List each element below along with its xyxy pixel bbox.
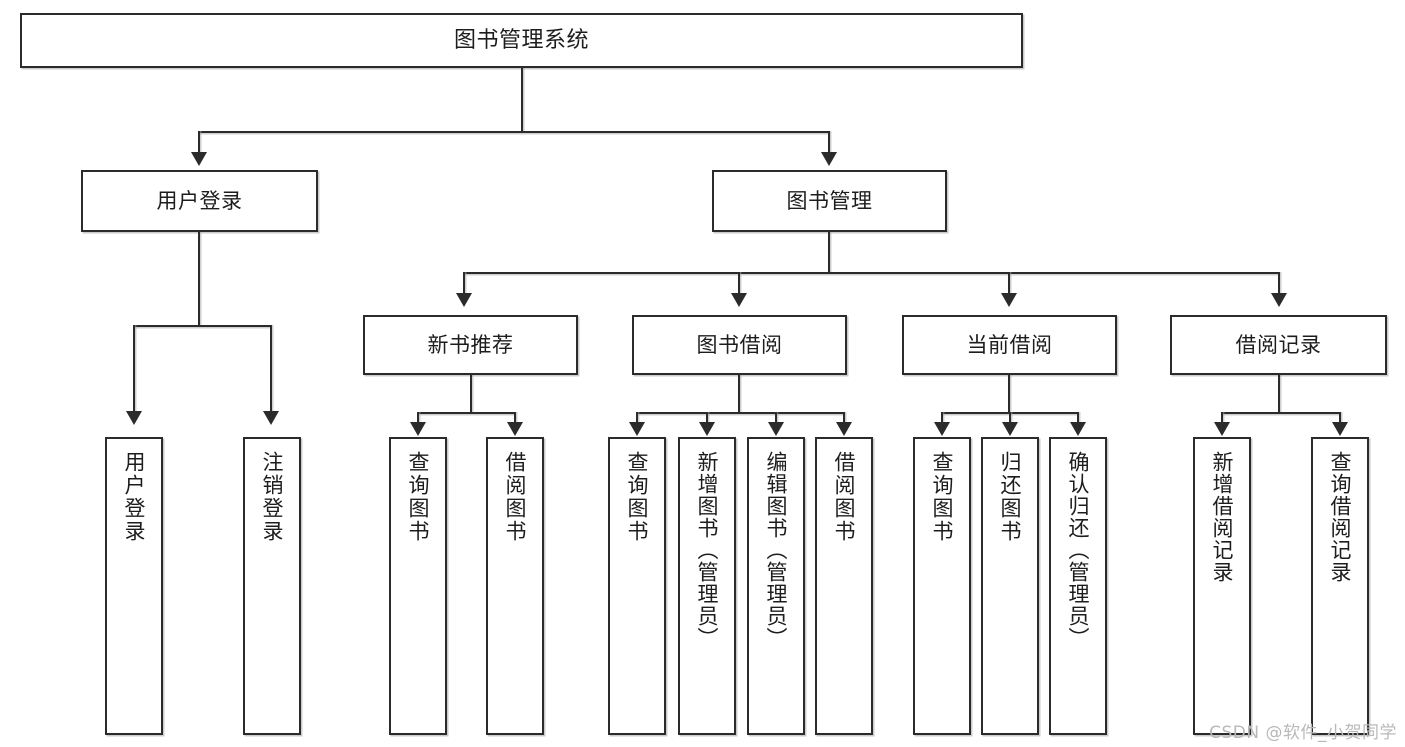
node-leaf-borrow-book-1[interactable]: 借阅图书 xyxy=(486,437,544,735)
node-leaf-confirm-return-admin[interactable]: 确认归还（管理员） xyxy=(1049,437,1107,735)
connector-new-book-drop-1 xyxy=(417,412,419,426)
connector-new-book-stem xyxy=(470,375,472,412)
node-leaf-add-book-admin[interactable]: 新增图书（管理员） xyxy=(678,437,736,735)
connector-root-stem xyxy=(521,68,523,131)
node-leaf-logout-login[interactable]: 注销登录 xyxy=(243,437,301,735)
node-label: 图书管理系统 xyxy=(453,27,589,53)
arrowhead-leaf-add-book-admin xyxy=(699,422,715,436)
connector-current-borrow-drop-2 xyxy=(1009,412,1011,426)
connector-book-borrow-stem xyxy=(738,375,740,412)
node-label: 查询借阅记录 xyxy=(1328,451,1353,583)
node-current-borrow[interactable]: 当前借阅 xyxy=(902,315,1117,375)
arrowhead-leaf-query-borrow-record xyxy=(1332,422,1348,436)
connector-borrow-record-drop-1 xyxy=(1221,412,1223,426)
arrowhead-leaf-user-login xyxy=(126,411,142,425)
connector-to-book-borrow xyxy=(738,272,740,297)
connector-to-user-login xyxy=(198,131,200,156)
connector-root-bar xyxy=(198,131,830,133)
connector-new-book-drop-2 xyxy=(514,412,516,426)
connector-book-borrow-drop-1 xyxy=(636,412,638,426)
arrowhead-leaf-confirm-return-admin xyxy=(1070,422,1086,436)
connector-to-current-borrow xyxy=(1008,272,1010,297)
arrowhead-leaf-query-book-3 xyxy=(934,422,950,436)
node-book-manage[interactable]: 图书管理 xyxy=(712,170,947,232)
node-label: 借阅图书 xyxy=(832,451,857,543)
connector-borrow-record-drop-2 xyxy=(1339,412,1341,426)
node-new-book-recommend[interactable]: 新书推荐 xyxy=(363,315,578,375)
node-leaf-return-book[interactable]: 归还图书 xyxy=(981,437,1039,735)
node-label: 用户登录 xyxy=(122,451,147,543)
node-leaf-query-book-3[interactable]: 查询图书 xyxy=(913,437,971,735)
node-root-system[interactable]: 图书管理系统 xyxy=(20,13,1023,68)
connector-borrow-record-bar xyxy=(1221,412,1341,414)
node-label: 新增借阅记录 xyxy=(1210,451,1235,583)
arrowhead-to-new-book-recommend xyxy=(456,293,472,307)
connector-book-borrow-drop-3 xyxy=(775,412,777,426)
node-label: 新书推荐 xyxy=(427,332,514,357)
node-leaf-query-book-1[interactable]: 查询图书 xyxy=(389,437,447,735)
arrowhead-leaf-borrow-book-2 xyxy=(836,422,852,436)
node-leaf-query-book-2[interactable]: 查询图书 xyxy=(608,437,666,735)
connector-book-borrow-bar xyxy=(636,412,845,414)
node-label: 归还图书 xyxy=(998,451,1023,543)
node-leaf-add-borrow-record[interactable]: 新增借阅记录 xyxy=(1193,437,1251,735)
connector-current-borrow-drop-1 xyxy=(941,412,943,426)
node-label: 确认归还（管理员） xyxy=(1066,451,1091,649)
node-label: 新增图书（管理员） xyxy=(695,451,720,649)
arrowhead-to-book-manage xyxy=(821,152,837,166)
connector-new-book-bar xyxy=(417,412,515,414)
connector-user-login-stem xyxy=(198,232,200,325)
arrowhead-to-book-borrow xyxy=(731,293,747,307)
arrowhead-to-borrow-record xyxy=(1271,293,1287,307)
node-leaf-user-login[interactable]: 用户登录 xyxy=(105,437,163,735)
arrowhead-leaf-logout-login xyxy=(263,411,279,425)
arrowhead-to-user-login xyxy=(191,152,207,166)
connector-to-new-book-recommend xyxy=(463,272,465,297)
node-label: 当前借阅 xyxy=(966,332,1053,357)
node-book-borrow[interactable]: 图书借阅 xyxy=(632,315,847,375)
connector-current-borrow-stem xyxy=(1008,375,1010,412)
connector-to-borrow-record xyxy=(1278,272,1280,297)
connector-book-borrow-drop-4 xyxy=(843,412,845,426)
node-label: 用户登录 xyxy=(156,188,243,213)
connector-user-login-drop-2 xyxy=(270,325,272,415)
arrowhead-leaf-query-book-2 xyxy=(629,422,645,436)
connector-book-manage-stem xyxy=(828,232,830,272)
node-leaf-borrow-book-2[interactable]: 借阅图书 xyxy=(815,437,873,735)
node-user-login[interactable]: 用户登录 xyxy=(81,170,318,232)
node-leaf-query-borrow-record[interactable]: 查询借阅记录 xyxy=(1311,437,1369,735)
node-leaf-edit-book-admin[interactable]: 编辑图书（管理员） xyxy=(747,437,805,735)
node-label: 注销登录 xyxy=(260,451,285,543)
node-label: 图书借阅 xyxy=(696,332,783,357)
arrowhead-leaf-edit-book-admin xyxy=(768,422,784,436)
arrowhead-to-current-borrow xyxy=(1001,293,1017,307)
arrowhead-leaf-add-borrow-record xyxy=(1214,422,1230,436)
arrowhead-leaf-borrow-book-1 xyxy=(507,422,523,436)
connector-user-login-bar xyxy=(133,325,270,327)
csdn-watermark: CSDN @软件_小贺同学 xyxy=(1209,723,1397,743)
connector-to-book-manage xyxy=(828,131,830,156)
node-label: 编辑图书（管理员） xyxy=(764,451,789,649)
node-label: 图书管理 xyxy=(786,188,873,213)
connector-current-borrow-drop-3 xyxy=(1077,412,1079,426)
arrowhead-leaf-return-book xyxy=(1002,422,1018,436)
connector-book-borrow-drop-2 xyxy=(706,412,708,426)
node-label: 借阅图书 xyxy=(503,451,528,543)
node-label: 查询图书 xyxy=(930,451,955,543)
node-borrow-record[interactable]: 借阅记录 xyxy=(1170,315,1387,375)
connector-book-manage-bar xyxy=(463,272,1280,274)
node-label: 查询图书 xyxy=(406,451,431,543)
node-label: 查询图书 xyxy=(625,451,650,543)
connector-user-login-drop-1 xyxy=(133,325,135,415)
node-label: 借阅记录 xyxy=(1235,332,1322,357)
arrowhead-leaf-query-book-1 xyxy=(410,422,426,436)
connector-borrow-record-stem xyxy=(1278,375,1280,412)
